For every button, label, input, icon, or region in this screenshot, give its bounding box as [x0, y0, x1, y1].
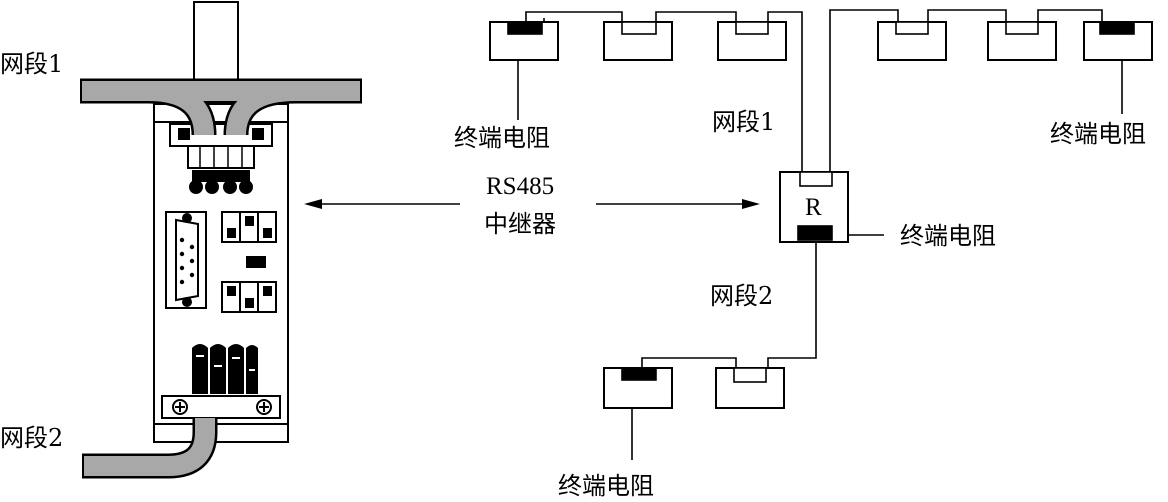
screw-terminal-icon [192, 344, 258, 394]
node [877, 21, 947, 61]
node [603, 21, 673, 61]
led-indicator [246, 256, 266, 268]
repeater-node [779, 171, 849, 243]
node [715, 367, 785, 409]
segment1-label-left: 网段1 [0, 50, 63, 78]
segment1-cable [80, 78, 362, 136]
top-cable-stub [193, 1, 239, 91]
segment2-label-right: 网段2 [710, 282, 773, 310]
repeater-symbol: R [805, 194, 822, 221]
db9-connector-icon [165, 211, 207, 309]
repeater-label-line1: RS485 [486, 173, 554, 200]
node-terminated [1083, 21, 1153, 61]
repeater-label-line2: 中继器 [484, 210, 556, 238]
arrow-to-repeater [596, 199, 760, 209]
terminator-label: 终端电阻 [454, 124, 550, 152]
node [987, 21, 1057, 61]
top-terminal-pin [178, 128, 190, 140]
segment2-label-left: 网段2 [0, 424, 63, 452]
terminal-screw [239, 180, 253, 194]
terminal-base [192, 170, 250, 182]
node-terminated [603, 367, 673, 409]
segment1-label-right: 网段1 [712, 108, 775, 136]
dip-switch-icon [221, 211, 277, 243]
terminator-label: 终端电阻 [558, 472, 654, 500]
repeater-device-icon [153, 1, 289, 443]
terminator-label: 终端电阻 [1050, 120, 1146, 148]
terminal-screw [223, 180, 237, 194]
top-terminal-strip [187, 145, 255, 169]
top-terminal-pin [252, 128, 264, 140]
terminal-screw [205, 180, 219, 194]
terminator-label: 终端电阻 [900, 222, 996, 250]
segment2-cable [82, 418, 218, 479]
dip-switch-icon [221, 281, 277, 313]
terminal-screw [189, 180, 203, 194]
arrow-to-device [304, 199, 460, 209]
bottom-rail [161, 395, 281, 419]
node [717, 21, 787, 61]
node-terminated [489, 21, 559, 61]
